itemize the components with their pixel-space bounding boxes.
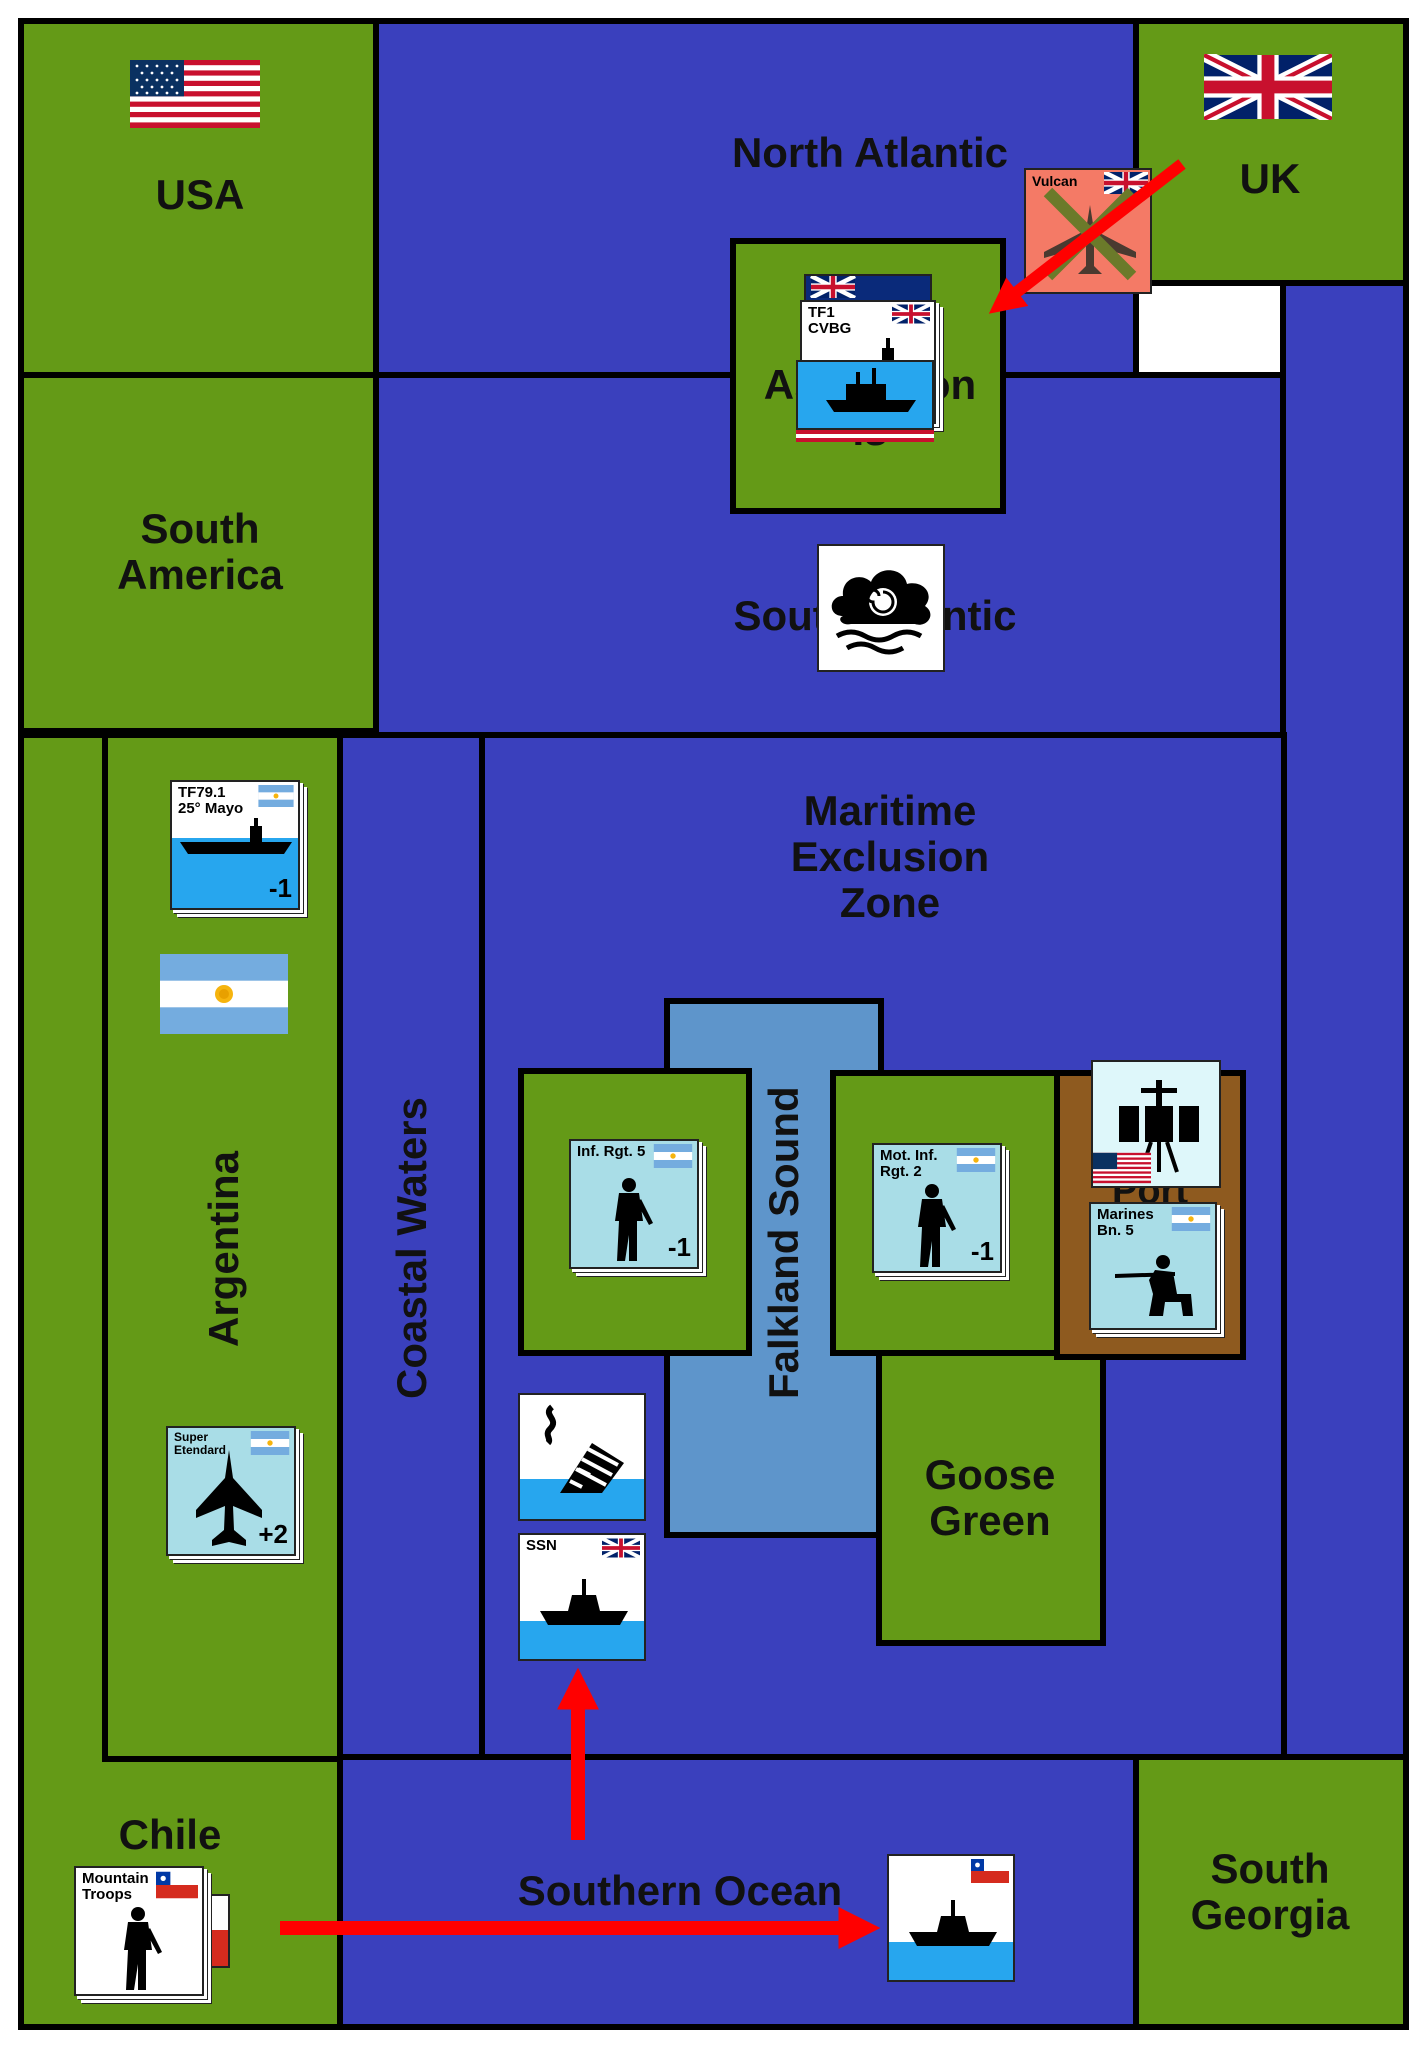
ship-icon — [826, 368, 916, 412]
label-argentina: Argentina — [200, 1151, 247, 1348]
counter-mot-inf-rgt-2[interactable]: Mot. Inf. Rgt. 2 -1 — [872, 1143, 1002, 1273]
argentina-flag-icon — [258, 785, 294, 807]
usa-flag-icon — [1093, 1152, 1151, 1184]
argentina-flag-icon — [250, 1431, 290, 1455]
counter-mot-inf-rgt-2-modifier: -1 — [970, 1236, 994, 1266]
argentina-flag-icon — [653, 1144, 693, 1168]
uk-flag-icon — [602, 1538, 640, 1558]
kneeling-rifleman-icon — [1115, 1255, 1193, 1316]
uk-flag-icon — [1204, 54, 1332, 120]
carrier-icon — [180, 818, 292, 854]
zone-coastal-waters[interactable] — [337, 732, 487, 1762]
zone-west-falkland[interactable] — [518, 1068, 752, 1356]
counter-super-etendard[interactable]: Super Etendard +2 — [166, 1426, 296, 1556]
jet-icon — [196, 1450, 262, 1546]
counter-tf79-modifier: -1 — [268, 873, 292, 903]
sinking-ship-marker[interactable] — [518, 1393, 646, 1521]
counter-marines-bn-5-label: Marines Bn. 5 — [1097, 1206, 1154, 1239]
counter-inf-rgt-5[interactable]: Inf. Rgt. 5 -1 — [569, 1139, 699, 1269]
soldier-icon — [615, 1178, 653, 1261]
label-falkland-sound: Falkland Sound — [760, 1086, 807, 1399]
label-southern-ocean: Southern Ocean — [517, 1867, 843, 1914]
counter-ssn-label: SSN — [526, 1537, 557, 1554]
eliminated-x-icon — [1043, 187, 1137, 281]
counter-tf79-1[interactable]: TF79.1 25° Mayo -1 — [170, 780, 300, 910]
sea-strip — [889, 1942, 1013, 1980]
zone-south-atlantic-east — [1280, 280, 1409, 1780]
argentina-flag-icon — [160, 954, 288, 1034]
uk-flag-icon — [892, 304, 930, 324]
label-north-atlantic: North Atlantic — [731, 129, 1009, 176]
usa-flag-icon — [130, 60, 260, 128]
counter-inf-rgt-5-label: Inf. Rgt. 5 — [577, 1143, 646, 1160]
counter-marines-bn-5[interactable]: Marines Bn. 5 — [1089, 1202, 1217, 1330]
submarine-icon — [909, 1900, 997, 1946]
argentina-flag-icon — [1171, 1207, 1211, 1231]
storm-icon — [831, 570, 931, 655]
chile-flag-icon — [971, 1859, 1009, 1883]
zone-southern-ocean[interactable] — [337, 1754, 1139, 2030]
counter-vulcan[interactable]: Vulcan — [1024, 168, 1152, 294]
counter-ssn[interactable]: SSN — [518, 1533, 646, 1661]
soldier-icon — [124, 1907, 162, 1990]
sinking-ship-icon — [544, 1404, 624, 1493]
counter-mountain-troops[interactable]: Mountain Troops — [74, 1866, 204, 1996]
label-chile: Chile — [118, 1811, 222, 1858]
uk-flag-icon — [810, 276, 856, 298]
label-south-georgia: South Georgia — [1190, 1845, 1350, 1938]
label-uk: UK — [1239, 155, 1301, 202]
counter-mountain-troops-label: Mountain Troops — [82, 1870, 149, 1903]
storm-marker[interactable] — [817, 544, 945, 672]
counter-super-etendard-modifier: +2 — [258, 1519, 288, 1549]
label-usa: USA — [155, 171, 245, 218]
submarine-icon — [540, 1579, 628, 1625]
radar-icon — [1119, 1080, 1199, 1173]
argentina-flag-icon — [956, 1148, 996, 1172]
counter-super-etendard-label: Super Etendard — [174, 1430, 227, 1457]
counter-inf-rgt-5-modifier: -1 — [667, 1232, 691, 1262]
label-south-america: South America — [117, 505, 283, 598]
chile-flag-icon — [156, 1871, 198, 1899]
counter-tf79-label: TF79.1 25° Mayo — [178, 784, 244, 817]
sea-strip — [520, 1621, 644, 1659]
zone-goose-green[interactable] — [876, 1346, 1106, 1646]
counter-chile-submarine[interactable] — [887, 1854, 1015, 1982]
label-coastal-waters: Coastal Waters — [388, 1097, 435, 1399]
label-goose-green: Goose Green — [924, 1451, 1056, 1544]
label-maritime-exclusion: Maritime Exclusion Zone — [790, 787, 990, 926]
counter-tf1-label: TF1 CVBG — [808, 304, 852, 337]
counter-ascension-ship[interactable] — [796, 360, 934, 430]
counter-mot-inf-rgt-2-label: Mot. Inf. Rgt. 2 — [880, 1147, 938, 1180]
soldier-icon — [918, 1184, 956, 1267]
